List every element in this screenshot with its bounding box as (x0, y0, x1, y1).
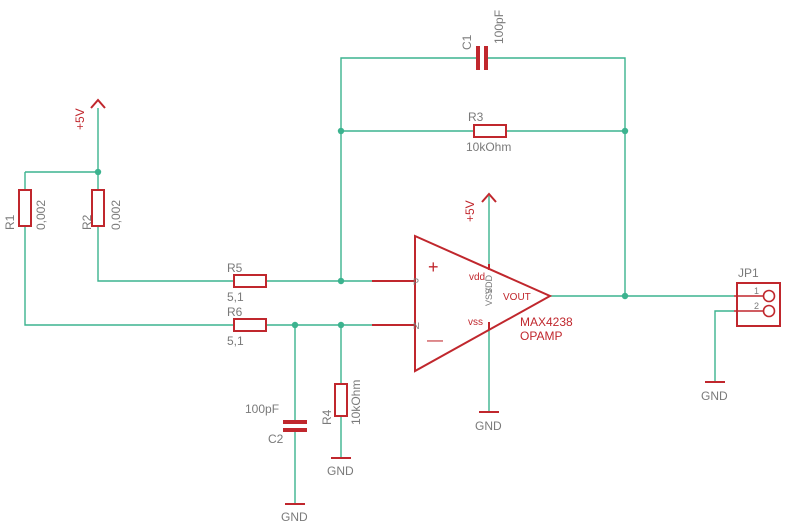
resistor-icon (233, 318, 267, 332)
resistor-icon (91, 189, 105, 227)
wire-jp1-gnd (714, 310, 734, 382)
wire-r1-r6 (24, 226, 234, 326)
opamp-pin-p-label: P (413, 277, 419, 287)
resistor-r5: R5 5,1 (227, 261, 267, 304)
vcc-arrow-icon (481, 192, 497, 203)
resistor-icon (18, 189, 32, 227)
opamp-vdd-small-label: VDD (484, 274, 494, 294)
gnd-c2-symbol: GND (281, 503, 308, 524)
resistor-r1: R1 0,002 (3, 189, 48, 230)
vcc-opamp-label: +5V (463, 200, 477, 222)
c1-name: C1 (460, 34, 474, 50)
jp1-pin2-label: 2 (754, 301, 759, 311)
r4-name: R4 (320, 409, 334, 425)
junction-dot (337, 321, 345, 329)
r5-value: 5,1 (227, 290, 244, 304)
connector-jp1: JP1 1 2 (734, 266, 781, 327)
vcc-arrow-icon (90, 98, 106, 109)
resistor-r6: R6 5,1 (227, 305, 267, 348)
r3-value: 10kOhm (466, 140, 511, 154)
capacitor-icon (476, 46, 480, 70)
opamp-vdd-label: vdd (469, 272, 485, 283)
r2-value: 0,002 (109, 200, 123, 230)
jp1-name: JP1 (738, 266, 759, 280)
capacitor-c1: C1 100pF (460, 10, 506, 70)
opamp-plus-sign: + (428, 257, 439, 277)
opamp-vss-label: vss (468, 317, 483, 328)
resistor-r2: R2 0,002 (80, 189, 123, 230)
wire-c1-right (488, 57, 626, 296)
r6-name: R6 (227, 305, 243, 319)
resistor-icon (334, 383, 348, 417)
gnd-jp1-label: GND (701, 389, 728, 403)
gnd-r4-symbol: GND (327, 457, 354, 478)
resistor-icon (473, 124, 507, 138)
opamp-type: OPAMP (520, 329, 562, 343)
wires (24, 57, 734, 504)
resistor-icon (233, 274, 267, 288)
resistor-r3: R3 10kOhm (466, 110, 511, 154)
opamp-max4238: + — P N vdd vss VOUT VSS VDD MAX4238 OPA… (372, 234, 573, 373)
junction-dot (337, 127, 345, 135)
gnd-r4-label: GND (327, 464, 354, 478)
vcc-opamp-symbol: +5V (463, 192, 497, 222)
resistor-r4: R4 10kOhm (320, 380, 363, 425)
r6-value: 5,1 (227, 334, 244, 348)
jp1-pin1-label: 1 (754, 286, 759, 296)
junction-dot (621, 127, 629, 135)
r3-name: R3 (468, 110, 484, 124)
c2-name: C2 (268, 432, 284, 446)
c1-value: 100pF (492, 10, 506, 44)
vcc-left-symbol: +5V (73, 98, 106, 130)
junction-dot (337, 277, 345, 285)
capacitor-icon (283, 420, 307, 424)
gnd-jp1-symbol: GND (701, 381, 728, 403)
connector-icon (736, 282, 781, 327)
c2-value: 100pF (245, 402, 279, 416)
junction-dot (94, 168, 102, 176)
gnd-opamp-symbol: GND (475, 411, 502, 433)
r5-name: R5 (227, 261, 243, 275)
junction-dot (621, 292, 629, 300)
gnd-opamp-label: GND (475, 419, 502, 433)
opamp-vss-small-label: VSS (484, 288, 494, 306)
opamp-pin-n-label: N (413, 321, 420, 331)
opamp-triangle-icon (414, 234, 553, 373)
r1-value: 0,002 (34, 200, 48, 230)
wire-feedback-left (340, 57, 476, 281)
wire-r2-r5 (97, 226, 234, 282)
r1-name: R1 (3, 214, 17, 230)
connector-pin2-icon (762, 304, 776, 318)
gnd-c2-label: GND (281, 510, 308, 524)
junctions (94, 127, 629, 329)
vcc-left-label: +5V (73, 108, 87, 130)
opamp-minus-sign: — (427, 332, 443, 349)
junction-dot (291, 321, 299, 329)
capacitor-c2: 100pF C2 (245, 402, 307, 446)
opamp-name: MAX4238 (520, 315, 573, 329)
opamp-vout-label: VOUT (503, 292, 531, 303)
connector-pin1-icon (762, 289, 776, 303)
r4-value: 10kOhm (349, 380, 363, 425)
r2-name: R2 (80, 214, 94, 230)
